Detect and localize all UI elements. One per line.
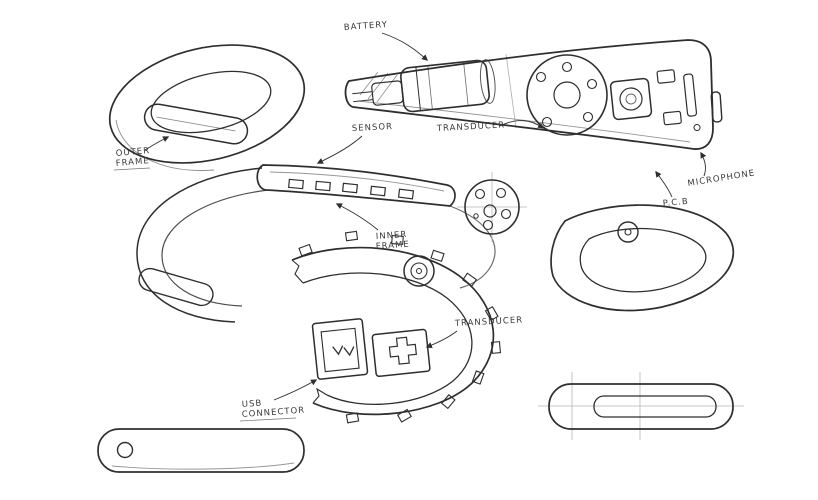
leader-microphone: [700, 151, 707, 177]
label-outer-frame-line1: OUTER: [115, 146, 150, 159]
battery-sketch: [352, 59, 496, 113]
module-small-parts-sketch: [656, 69, 701, 132]
usb-connector-sketch: [311, 318, 369, 380]
leader-outer-frame: [144, 136, 170, 151]
inner-frame-module-sketch: [256, 164, 456, 207]
label-outer-frame-line2: FRAME: [115, 156, 150, 169]
sensor-windows-sketch: [288, 178, 415, 200]
band-end-cap-sketch: [138, 267, 214, 307]
label-microphone: MICROPHONE: [687, 168, 756, 189]
module-camera-sketch: [609, 77, 653, 121]
leader-battery: [381, 32, 428, 61]
label-pcb: P.C.B: [662, 197, 689, 209]
bottom-transducer-sketch: [371, 328, 431, 378]
leader-sensor: [316, 135, 363, 164]
module-transducer-disc-sketch: [526, 54, 608, 136]
hatching: [359, 71, 398, 103]
leader-pcb: [655, 170, 673, 198]
leader-usb: [273, 379, 318, 401]
right-band-sketch: [550, 204, 735, 312]
band-teeth-sketch: [298, 230, 502, 424]
label-inner-frame-line2: FRAME: [376, 240, 411, 252]
large-band-sketch: [136, 167, 496, 323]
label-sensor: SENSOR: [352, 122, 394, 134]
bottom-band-sketch: [291, 230, 502, 424]
bottom-left-module-sketch: [97, 428, 305, 473]
annotations: BATTERY SENSOR TRANSDUCER OUTER FRAME IN…: [113, 20, 756, 422]
label-usb-line2: CONNECTOR: [242, 406, 306, 420]
label-transducer-top: TRANSDUCER: [436, 120, 506, 134]
band-cap-sketch: [143, 103, 249, 145]
underline-outer-frame: [113, 167, 151, 171]
underline-usb: [239, 417, 297, 422]
label-battery: BATTERY: [344, 20, 389, 33]
bottom-disc-sketch: [403, 255, 435, 287]
bottom-right-module-sketch: [538, 372, 744, 440]
label-usb-line1: USB: [242, 399, 263, 410]
center-disc-sketch: [457, 172, 527, 242]
outer-frame-band-sketch: [108, 44, 306, 171]
leader-transducer-mid: [425, 330, 458, 349]
side-button-sketch: [710, 91, 723, 123]
leader-inner-frame: [335, 203, 379, 231]
main-module-sketch: [344, 39, 723, 150]
label-inner-frame-line1: INNER: [376, 230, 408, 242]
leader-transducer-top: [499, 120, 545, 129]
label-transducer-mid: TRANSDUCER: [454, 315, 524, 329]
